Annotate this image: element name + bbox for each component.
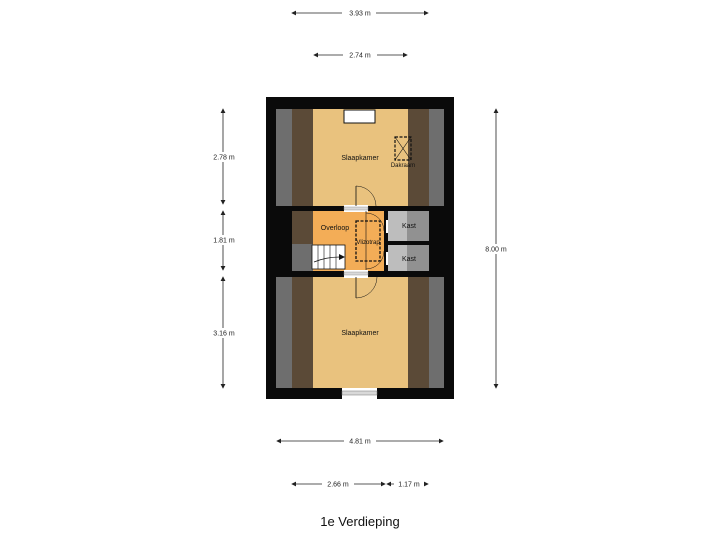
- dimension-left-upper: 2.78 m: [210, 108, 238, 205]
- closet-divider: [384, 241, 429, 245]
- stair-arrow-icon: [339, 254, 345, 260]
- roof-window-outline: [394, 136, 412, 161]
- slope-dark-right: [408, 109, 429, 206]
- door-swing: [355, 276, 378, 299]
- floor-fill: [313, 109, 408, 206]
- room-bedroom-top: [276, 109, 444, 206]
- dimension-left-middle: 1.81 m: [210, 210, 238, 271]
- door-swing: [365, 250, 385, 270]
- closet-door-gap: [386, 220, 388, 233]
- door-attic: [365, 211, 385, 271]
- slope-dark-left: [292, 109, 313, 206]
- staircase: [311, 244, 346, 270]
- dimension-label: 1.81 m: [213, 238, 235, 245]
- slope-dark-middle: [292, 211, 313, 244]
- dimension-right-total: 8.00 m: [482, 108, 512, 389]
- dimension-label: 2.74 m: [349, 53, 371, 60]
- slope-dark-right: [408, 277, 429, 388]
- slope-grey-right: [429, 109, 444, 206]
- room-bedroom-bottom: [276, 277, 444, 388]
- window-bottom: [341, 388, 378, 399]
- middle-section: [292, 211, 429, 271]
- slope-grey-left: [276, 109, 292, 206]
- stair-well-bg: [292, 244, 313, 271]
- room-label-bedroom-bottom: Slaapkamer: [341, 330, 379, 337]
- attic-hatch-outline: [355, 220, 381, 262]
- dimension-label: 3.16 m: [213, 331, 235, 338]
- dimension-top-total: 3.93 m: [291, 8, 429, 18]
- room-label-bedroom-top: Slaapkamer: [341, 155, 379, 162]
- attic-hatch: Vlizotrap: [355, 220, 381, 262]
- roof-window-diagonal: [394, 136, 412, 161]
- dimension-bottom-left: 2.66 m: [291, 479, 386, 489]
- dimension-label: 1.17 m: [398, 482, 420, 489]
- door-bedroom-top: [343, 185, 377, 212]
- roof-window-label: Dakraam: [391, 163, 415, 169]
- slope-grey-right: [429, 277, 444, 388]
- door-bedroom-bottom: [343, 270, 378, 299]
- dimension-label: 3.93 m: [349, 11, 371, 18]
- dimension-top-inner: 2.74 m: [313, 50, 408, 60]
- door-swing: [355, 185, 377, 207]
- door-swing: [365, 212, 385, 232]
- room-label-landing: Overloop: [321, 225, 350, 232]
- room-label-closet-1: Kast: [402, 223, 416, 230]
- dimension-label: 2.78 m: [213, 155, 235, 162]
- room-label-closet-2: Kast: [402, 256, 416, 263]
- dimension-label: 2.66 m: [327, 482, 349, 489]
- floor-title: 1e Verdieping: [320, 514, 400, 529]
- window-top: [343, 109, 376, 124]
- dimension-label: 8.00 m: [485, 247, 507, 254]
- attic-hatch-label: Vlizotrap: [356, 240, 380, 246]
- floor-fill: [313, 277, 408, 388]
- roof-window: Dakraam: [391, 136, 415, 169]
- slope-grey-left: [276, 277, 292, 388]
- dimension-bottom-right: 1.17 m: [386, 479, 429, 489]
- closet-door-gap: [386, 252, 388, 265]
- dimension-left-lower: 3.16 m: [210, 276, 238, 389]
- slope-dark-left: [292, 277, 313, 388]
- dimension-label: 4.81 m: [349, 439, 371, 446]
- stair-direction-line: [313, 256, 341, 263]
- dimension-bottom-total: 4.81 m: [276, 436, 444, 446]
